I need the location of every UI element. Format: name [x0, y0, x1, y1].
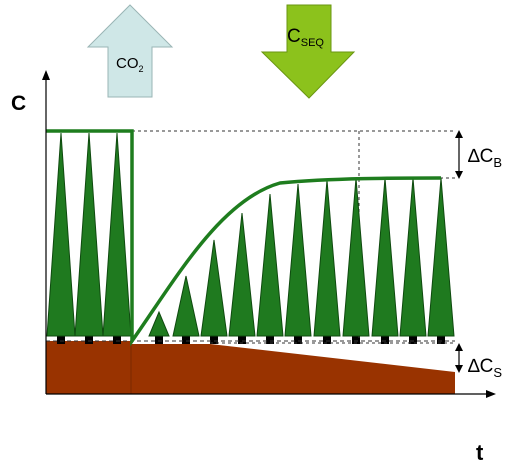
biomass-carbon-curve: [46, 129, 442, 347]
conifer-tree-icon: [342, 177, 370, 337]
tree-trunk: [409, 336, 417, 344]
x-axis: [46, 390, 496, 398]
cseq-label: CSEQ: [287, 26, 324, 49]
conifer-tree-icon: [256, 193, 284, 337]
delta-cs-marker: ∆CS: [455, 343, 502, 380]
tree-trunk: [437, 336, 445, 344]
soil-carbon-block: [46, 341, 455, 394]
tree-trunk: [113, 336, 121, 344]
conifer-tree-icon: [74, 132, 104, 337]
tree-trunk: [352, 336, 360, 344]
stand-before-harvest: [46, 132, 132, 337]
x-axis-arrowhead: [486, 390, 496, 398]
x-axis-label: t: [476, 440, 484, 464]
co2-label: CO2: [116, 55, 144, 74]
tree-trunks-row: [57, 336, 445, 344]
delta-cb-marker: ∆CB: [455, 130, 502, 179]
tree-trunk: [155, 336, 163, 344]
arrow-up-icon: [86, 4, 174, 98]
conifer-tree-icon: [284, 183, 312, 337]
conifer-tree-icon: [46, 132, 76, 337]
y-axis: [42, 70, 50, 394]
conifer-tree-icon: [228, 212, 256, 337]
tree-trunk: [182, 336, 190, 344]
tree-trunk: [238, 336, 246, 344]
tree-trunk: [266, 336, 274, 344]
sequestration-arrow: CSEQ: [260, 4, 356, 99]
conifer-tree-icon: [102, 132, 132, 337]
conifer-tree-icon: [148, 310, 170, 337]
tree-trunk: [85, 336, 93, 344]
co2-emission-arrow: CO2: [86, 4, 174, 98]
regrowth-stand: [148, 177, 455, 337]
tree-trunk: [381, 336, 389, 344]
conifer-tree-icon: [313, 179, 341, 337]
delta-cb-label: ∆CB: [468, 146, 502, 170]
y-axis-arrowhead: [42, 70, 50, 80]
arrow-down-icon: [260, 4, 356, 99]
delta-cs-label: ∆CS: [468, 356, 502, 380]
tree-trunk: [294, 336, 302, 344]
y-axis-label: C: [11, 92, 26, 115]
conifer-tree-icon: [427, 177, 455, 337]
conifer-tree-icon: [371, 177, 399, 337]
tree-trunk: [323, 336, 331, 344]
conifer-tree-icon: [399, 177, 427, 337]
conifer-tree-icon: [200, 239, 228, 337]
tree-trunk: [210, 336, 218, 344]
tree-trunk: [57, 336, 65, 344]
conifer-tree-icon: [172, 275, 200, 337]
